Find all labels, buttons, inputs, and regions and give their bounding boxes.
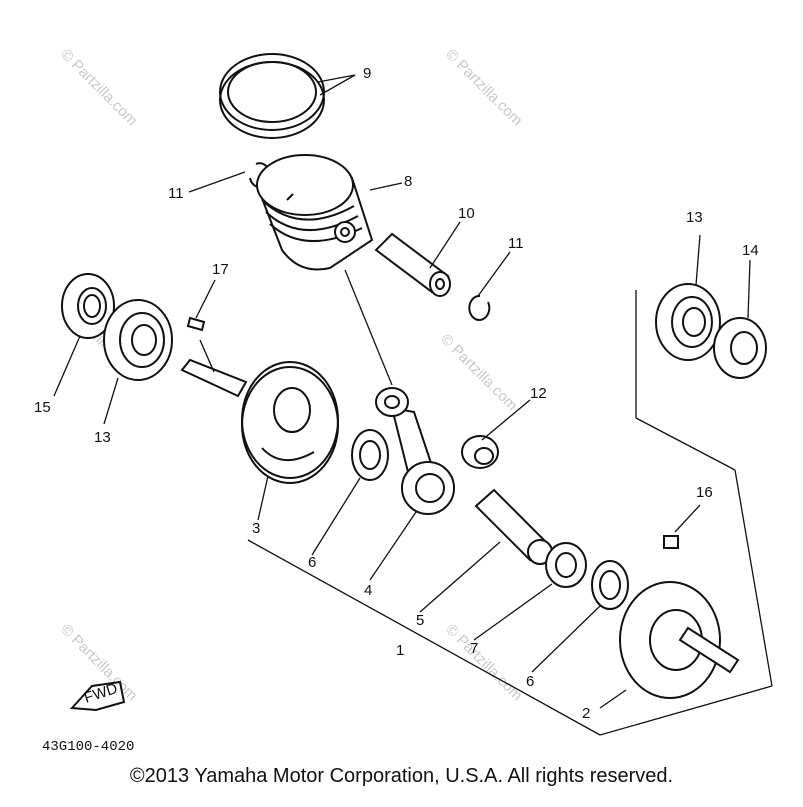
piston-pin bbox=[374, 232, 451, 297]
callout-6-left: 6 bbox=[308, 554, 316, 571]
callout-11-right: 11 bbox=[508, 235, 524, 252]
washer-right bbox=[591, 560, 629, 610]
bearing-right bbox=[655, 283, 721, 361]
callout-3: 3 bbox=[252, 520, 260, 537]
callout-11-left: 11 bbox=[168, 185, 184, 202]
watermark-4: © Partzilla.com bbox=[437, 331, 520, 414]
callout-16: 16 bbox=[696, 484, 713, 501]
needle-bearing-small bbox=[461, 435, 499, 469]
callout-5: 5 bbox=[416, 612, 424, 629]
crank-left bbox=[180, 358, 339, 484]
exploded-view-svg: © Partzilla.com © Partzilla.com © Partzi… bbox=[34, 46, 773, 755]
callout-17: 17 bbox=[212, 261, 229, 278]
washer-left bbox=[351, 429, 389, 481]
key-right bbox=[663, 535, 679, 549]
fwd-arrow-icon: FWD bbox=[69, 680, 126, 712]
circlip-right bbox=[468, 294, 491, 321]
oil-seal-right bbox=[713, 317, 767, 379]
crank-right bbox=[619, 581, 740, 699]
connecting-rod bbox=[375, 387, 455, 515]
callout-8: 8 bbox=[404, 173, 412, 190]
callout-15: 15 bbox=[34, 399, 51, 416]
callouts: 9 11 8 10 11 13 14 17 15 13 12 16 3 6 4 … bbox=[34, 65, 759, 722]
callout-13-left: 13 bbox=[94, 429, 111, 446]
oil-seal bbox=[61, 273, 115, 339]
callout-4: 4 bbox=[364, 582, 372, 599]
callout-6-right: 6 bbox=[526, 673, 534, 690]
callout-7: 7 bbox=[470, 640, 478, 657]
needle-bearing-large bbox=[545, 542, 587, 588]
callout-13-right: 13 bbox=[686, 209, 703, 226]
watermark-1: © Partzilla.com bbox=[57, 46, 140, 129]
copyright-notice: ©2013 Yamaha Motor Corporation, U.S.A. A… bbox=[129, 765, 674, 787]
callout-10: 10 bbox=[458, 205, 475, 222]
callout-14: 14 bbox=[742, 242, 759, 259]
watermark-2: © Partzilla.com bbox=[442, 46, 525, 129]
piston bbox=[256, 154, 374, 271]
callout-9: 9 bbox=[363, 65, 371, 82]
piston-rings bbox=[219, 53, 325, 139]
drawing-code: 43G100-4020 bbox=[42, 739, 134, 755]
callout-12: 12 bbox=[530, 385, 547, 402]
woodruff-key bbox=[186, 316, 206, 332]
leader-lines bbox=[53, 74, 773, 736]
callout-2: 2 bbox=[582, 705, 590, 722]
callout-1: 1 bbox=[396, 642, 404, 659]
bearing-left bbox=[103, 299, 173, 381]
crank-pin bbox=[474, 488, 553, 565]
